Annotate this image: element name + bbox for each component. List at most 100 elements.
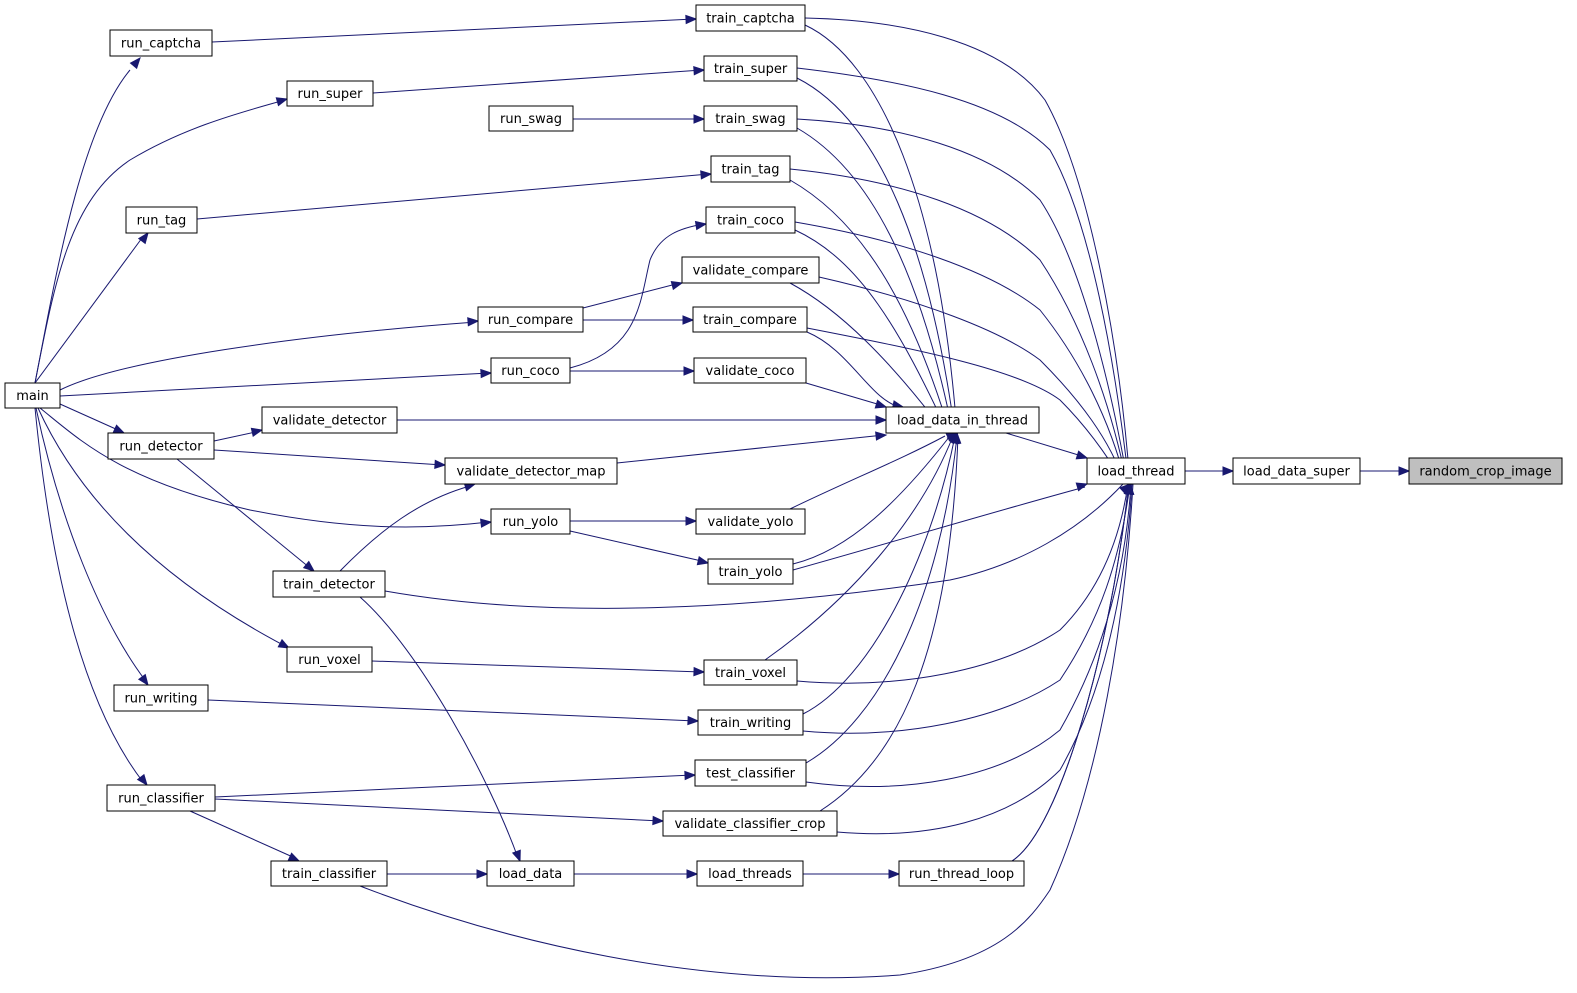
node-run-yolo[interactable]: run_yolo xyxy=(490,508,571,535)
node-main[interactable]: main xyxy=(4,382,61,409)
edge-line xyxy=(213,449,444,466)
edge-line xyxy=(804,17,1131,485)
edge-train_coco-to-load_thread xyxy=(794,221,1132,486)
node-run-captcha[interactable]: run_captcha xyxy=(109,29,213,57)
node-load-threads[interactable]: load_threads xyxy=(696,860,804,887)
edge-line xyxy=(802,435,956,715)
node-validate-detector[interactable]: validate_detector xyxy=(261,406,398,434)
node-label: validate_classifier_crop xyxy=(674,817,825,832)
arrowhead xyxy=(1398,466,1411,476)
node-train-captcha[interactable]: train_captcha xyxy=(695,4,806,32)
arrowhead xyxy=(670,280,684,291)
node-run-super[interactable]: run_super xyxy=(286,80,374,107)
edge-line xyxy=(806,327,1125,485)
node-box xyxy=(286,80,374,107)
arrowhead xyxy=(687,715,700,726)
edge-line xyxy=(789,435,946,510)
node-train-writing[interactable]: train_writing xyxy=(697,709,804,736)
node-box xyxy=(109,29,213,57)
arrowhead xyxy=(693,666,706,677)
edge-line xyxy=(34,69,131,384)
node-train-voxel[interactable]: train_voxel xyxy=(703,659,798,686)
edge-train_super-to-load_data_in_thread xyxy=(796,77,961,435)
node-train-coco[interactable]: train_coco xyxy=(705,206,796,234)
node-train-detector[interactable]: train_detector xyxy=(272,570,386,598)
arrowhead xyxy=(686,869,699,879)
arrowhead xyxy=(467,317,480,327)
node-load-data-super[interactable]: load_data_super xyxy=(1232,457,1361,485)
node-load-data-in-thread[interactable]: load_data_in_thread xyxy=(885,406,1040,434)
edge-run_coco-to-validate_coco xyxy=(570,366,696,376)
edge-line xyxy=(802,483,1131,734)
node-run-swag[interactable]: run_swag xyxy=(488,105,574,132)
arrowhead xyxy=(693,66,706,76)
edge-run_yolo-to-train_yolo xyxy=(569,530,710,566)
node-run-classifier[interactable]: run_classifier xyxy=(106,784,216,812)
node-train-tag[interactable]: train_tag xyxy=(710,155,791,183)
node-label: random_crop_image xyxy=(1419,465,1551,480)
node-label: run_yolo xyxy=(503,515,559,530)
edge-run_classifier-to-train_classifier xyxy=(189,810,301,862)
arrowhead xyxy=(1075,450,1089,460)
node-run-thread-loop[interactable]: run_thread_loop xyxy=(898,860,1025,887)
edge-line xyxy=(805,435,958,764)
edge-line xyxy=(176,458,311,569)
node-train-swag[interactable]: train_swag xyxy=(703,105,798,132)
arrowhead xyxy=(1124,482,1135,495)
node-label: validate_compare xyxy=(693,264,809,279)
arrowhead xyxy=(137,231,149,245)
node-label: load_data xyxy=(499,867,563,882)
edge-line xyxy=(34,237,143,384)
edge-line xyxy=(796,77,956,434)
edge-line xyxy=(39,407,490,528)
node-load-data[interactable]: load_data xyxy=(486,860,575,887)
node-run-coco[interactable]: run_coco xyxy=(490,357,571,384)
node-validate-yolo[interactable]: validate_yolo xyxy=(695,508,806,535)
arrowhead xyxy=(275,97,289,107)
node-train-compare[interactable]: train_compare xyxy=(692,306,808,333)
node-random-crop-image[interactable]: random_crop_image xyxy=(1408,457,1563,485)
node-load-thread[interactable]: load_thread xyxy=(1086,457,1186,485)
arrowhead xyxy=(875,431,888,441)
node-run-voxel[interactable]: run_voxel xyxy=(286,646,373,673)
node-run-tag[interactable]: run_tag xyxy=(125,206,198,234)
arrowhead xyxy=(277,638,291,649)
arrowhead xyxy=(287,852,301,862)
node-validate-coco[interactable]: validate_coco xyxy=(693,357,807,384)
node-test-classifier[interactable]: test_classifier xyxy=(694,759,807,787)
node-label: run_super xyxy=(298,87,364,102)
edge-run_yolo-to-validate_yolo xyxy=(570,516,698,526)
node-box xyxy=(272,570,386,598)
node-box xyxy=(695,508,806,535)
arrowhead xyxy=(480,368,493,379)
node-label: run_voxel xyxy=(298,653,360,668)
node-train-yolo[interactable]: train_yolo xyxy=(707,558,794,585)
edge-line xyxy=(211,18,695,43)
node-box xyxy=(1408,457,1563,485)
node-box xyxy=(107,432,215,460)
edge-main-to-run_voxel xyxy=(37,407,291,649)
edge-load_thread-to-load_data_super xyxy=(1185,466,1235,476)
node-label: run_captcha xyxy=(121,37,201,52)
edge-line xyxy=(792,486,1086,571)
node-train-classifier[interactable]: train_classifier xyxy=(270,860,388,887)
edge-line xyxy=(794,221,1127,485)
node-label: train_swag xyxy=(715,112,785,127)
node-run-detector[interactable]: run_detector xyxy=(107,432,215,460)
edge-run_voxel-to-train_voxel xyxy=(371,660,706,677)
node-validate-classifier-crop[interactable]: validate_classifier_crop xyxy=(662,810,838,837)
arrowhead xyxy=(480,518,493,528)
edge-line xyxy=(214,774,694,798)
edge-line xyxy=(359,596,519,859)
node-validate-compare[interactable]: validate_compare xyxy=(681,256,820,284)
edge-line xyxy=(384,483,1124,609)
edge-line xyxy=(582,282,681,309)
node-label: main xyxy=(16,389,48,404)
node-box xyxy=(662,810,838,837)
node-run-compare[interactable]: run_compare xyxy=(477,306,584,333)
node-validate-detector-map[interactable]: validate_detector_map xyxy=(444,457,618,485)
node-label: load_data_super xyxy=(1243,465,1350,480)
edge-train_voxel-to-load_data_in_thread xyxy=(764,431,958,661)
node-run-writing[interactable]: run_writing xyxy=(113,684,209,712)
node-train-super[interactable]: train_super xyxy=(703,55,798,82)
